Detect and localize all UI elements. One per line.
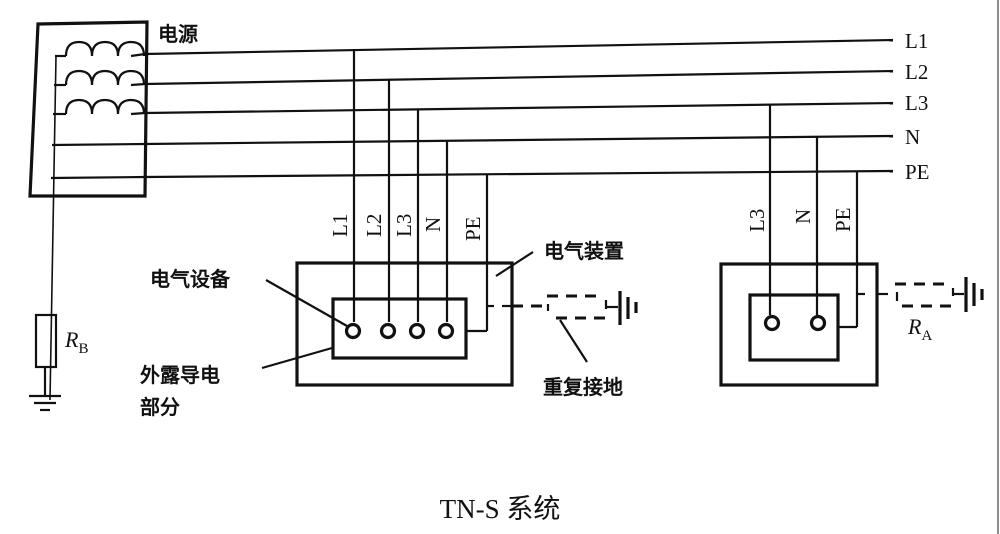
- resistor-rb-label: RB: [64, 327, 88, 357]
- bus-label-pe: PE: [905, 160, 930, 184]
- label-repeat-grounding: 重复接地: [543, 375, 623, 399]
- leader-installation: [495, 251, 534, 277]
- device1-installation-box: [295, 261, 514, 387]
- bus-label-l3: L3: [905, 91, 928, 115]
- power-source: 电源: [28, 20, 198, 401]
- device1-terminal-l1: [344, 322, 362, 340]
- leader-repeat-ground: [559, 319, 588, 363]
- device2-equipment-box: [748, 293, 840, 362]
- resistor-rb: [34, 313, 58, 369]
- bus-lines: L1 L2 L3 N PE: [144, 29, 930, 184]
- bus-line-pe: [144, 169, 894, 179]
- source-n-link: [51, 142, 146, 147]
- label-exposed-conductive-part-2: 部分: [140, 395, 180, 419]
- ground-icon: [964, 277, 984, 312]
- device1-terminal-label-l3: L3: [392, 214, 416, 237]
- device2-terminal-label-n: N: [791, 209, 815, 224]
- device1-terminal-l3: [408, 322, 426, 340]
- device2-installation-box: [719, 262, 879, 387]
- electrical-installation-2: L3 N PE RA: [719, 104, 984, 387]
- bus-line-l2: [144, 69, 894, 86]
- transformer-winding-3: [53, 98, 146, 116]
- bus-label-n: N: [905, 125, 920, 149]
- bus-line-l3: [144, 101, 894, 115]
- bus-label-l2: L2: [905, 60, 928, 84]
- source-box: [28, 20, 149, 198]
- leader-equipment: [265, 279, 348, 327]
- device2-terminal-n: [809, 314, 827, 332]
- device1-terminal-n: [437, 322, 455, 340]
- electrical-installation-1: L1 L2 L3 N PE 电气设备 外露导电 部分: [140, 49, 638, 419]
- source-label: 电源: [158, 22, 198, 46]
- label-electrical-installation: 电气装置: [544, 239, 624, 263]
- label-exposed-conductive-part-1: 外露导电: [140, 363, 220, 387]
- device1-terminal-label-l1: L1: [328, 214, 352, 237]
- source-earthing: RB: [29, 313, 88, 412]
- ground-icon: [29, 394, 61, 412]
- device2-terminal-label-pe: PE: [831, 207, 855, 232]
- resistor-ra-label: RA: [907, 314, 932, 344]
- ground-icon: [618, 291, 638, 325]
- device1-equipment-box: [331, 297, 468, 360]
- transformer-winding-1: [55, 40, 146, 58]
- device2-terminal-label-l3: L3: [745, 209, 769, 232]
- device1-terminal-label-pe: PE: [461, 216, 485, 241]
- leader-exposed-part: [261, 346, 333, 370]
- transformer-winding-2: [54, 69, 146, 87]
- device1-terminal-label-n: N: [421, 217, 445, 232]
- device2-terminal-l3: [763, 314, 781, 332]
- device1-terminal-l2: [379, 322, 397, 340]
- label-electrical-equipment: 电气设备: [150, 267, 231, 291]
- device1-terminal-label-l2: L2: [362, 214, 386, 237]
- bus-line-n: [144, 134, 894, 146]
- diagram-title: TN-S 系统: [440, 494, 561, 524]
- bus-line-l1: [144, 38, 894, 56]
- bus-label-l1: L1: [905, 29, 928, 53]
- source-pe-link: [50, 175, 146, 180]
